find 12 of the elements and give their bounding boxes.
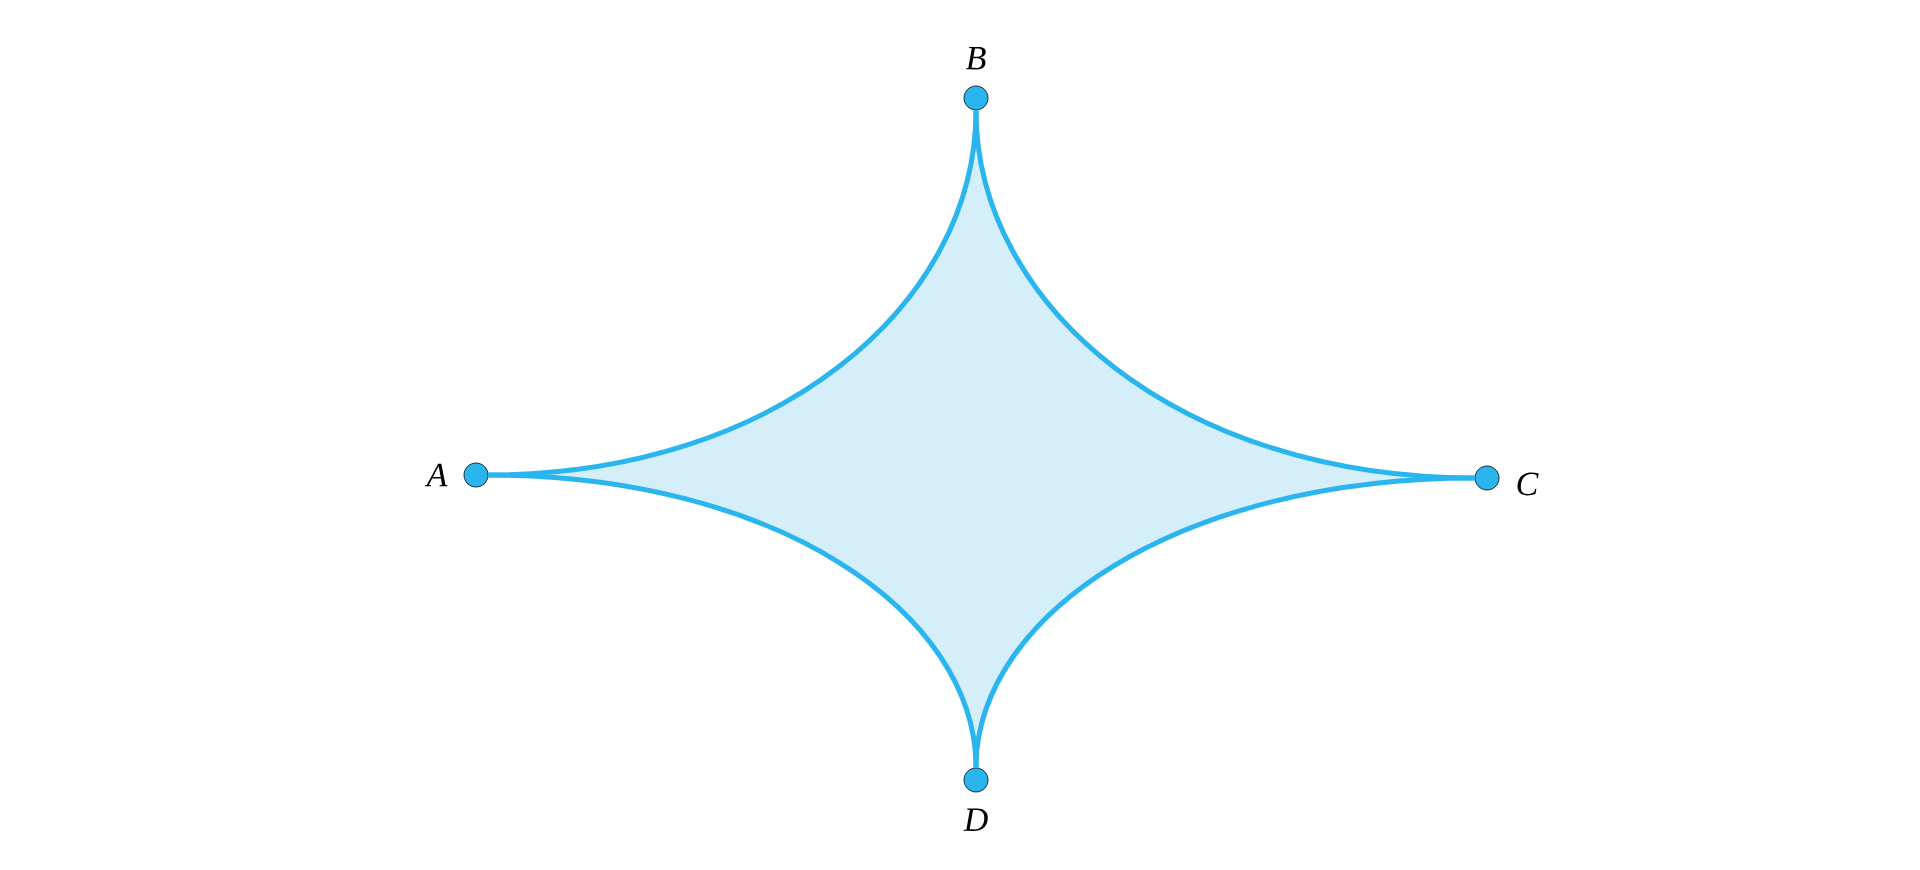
curve <box>973 110 1475 481</box>
curve <box>973 475 1475 768</box>
curve <box>488 472 979 768</box>
point-label: D <box>963 808 988 831</box>
point-marker <box>963 767 989 793</box>
curve <box>488 110 979 478</box>
point-marker <box>963 85 989 111</box>
point-label: B <box>965 47 986 70</box>
point-label: C <box>1517 472 1539 496</box>
point-label: A <box>424 463 448 487</box>
point-marker <box>1474 465 1500 491</box>
point-marker <box>463 462 489 488</box>
